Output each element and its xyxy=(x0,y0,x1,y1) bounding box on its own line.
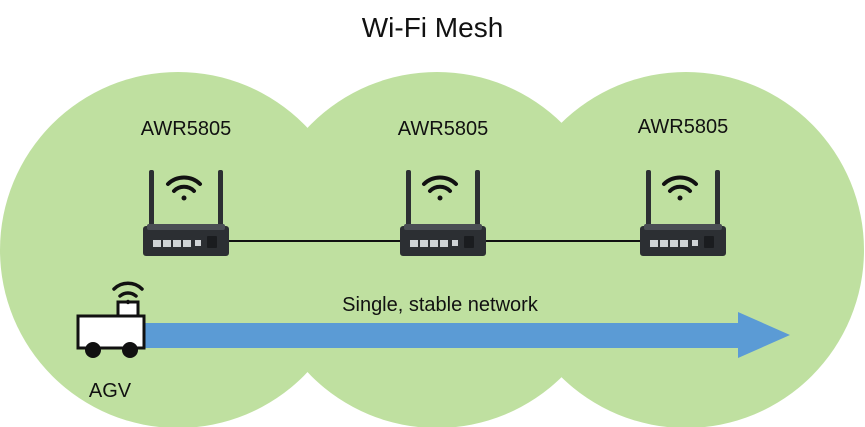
agv-label: AGV xyxy=(88,380,132,402)
wifi-icon xyxy=(166,175,202,201)
router-label: AWR5805 xyxy=(637,116,729,138)
router-2 xyxy=(400,170,486,256)
router-icon xyxy=(143,170,229,256)
wifi-icon xyxy=(422,175,458,201)
agv-vehicle-icon xyxy=(76,300,146,358)
router-label: AWR5805 xyxy=(397,118,489,140)
router-3 xyxy=(640,170,726,256)
network-arrow xyxy=(140,312,790,358)
router-label: AWR5805 xyxy=(140,118,232,140)
diagram-title: Wi-Fi Mesh xyxy=(361,12,504,43)
wifi-icon xyxy=(662,175,698,201)
wifi-icon xyxy=(112,281,144,305)
network-label: Single, stable network xyxy=(342,294,538,316)
router-icon xyxy=(640,170,726,256)
router-1 xyxy=(143,170,229,256)
router-icon xyxy=(400,170,486,256)
